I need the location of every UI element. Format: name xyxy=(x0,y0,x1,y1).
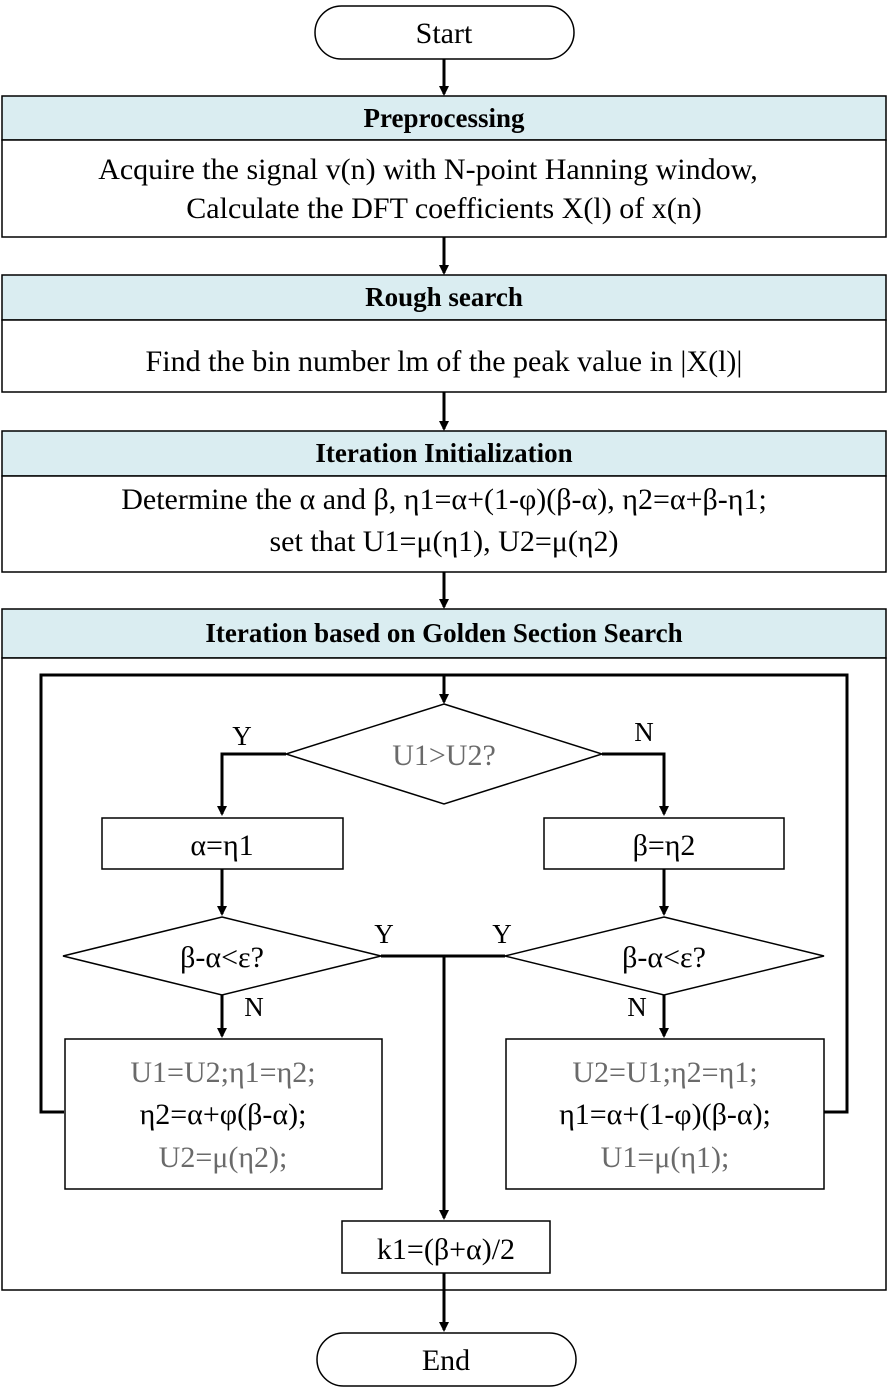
left-check-yes-label: Y xyxy=(374,919,394,949)
left-assign-label: α=η1 xyxy=(190,829,253,862)
rough-search-title: Rough search xyxy=(365,282,523,312)
left-assign-box: α=η1 xyxy=(101,817,344,870)
preprocessing-title: Preprocessing xyxy=(364,103,525,133)
start-label: Start xyxy=(416,17,473,50)
end-label: End xyxy=(422,1344,470,1377)
right-check-no-label: N xyxy=(627,992,647,1022)
branch-yes-line xyxy=(217,752,286,816)
loop-line-right xyxy=(444,673,849,1114)
initialization-line-2: set that U1=μ(η1), U2=μ(η2) xyxy=(270,525,619,558)
right-update-line-2: η1=α+(1-φ)(β-α); xyxy=(559,1098,771,1131)
loop-line-left xyxy=(39,673,444,1114)
left-update-line-2: η2=α+φ(β-α); xyxy=(140,1098,307,1131)
right-assign-box: β=η2 xyxy=(543,817,785,870)
right-update-line-3: U1=μ(η1); xyxy=(601,1141,730,1174)
left-update-line-1: U1=U2;η1=η2; xyxy=(130,1056,315,1089)
initialization-title: Iteration Initialization xyxy=(315,438,572,468)
end-terminal: End xyxy=(316,1332,577,1387)
preprocessing-block: Preprocessing Acquire the signal v(n) wi… xyxy=(1,95,887,238)
right-check-yes-label: Y xyxy=(492,919,512,949)
iteration-title: Iteration based on Golden Section Search xyxy=(205,618,682,648)
initialization-line-1: Determine the α and β, η1=α+(1-φ)(β-α), … xyxy=(121,483,767,516)
left-check-no-label: N xyxy=(244,992,264,1022)
preprocessing-line-2: Calculate the DFT coefficients X(l) of x… xyxy=(186,192,701,225)
right-check-label: β-α<ε? xyxy=(622,941,706,974)
rough-search-line-1: Find the bin number lm of the peak value… xyxy=(146,345,743,378)
preprocessing-line-1: Acquire the signal v(n) with N-point Han… xyxy=(98,153,758,186)
left-check-label: β-α<ε? xyxy=(180,941,264,974)
left-update-line-3: U2=μ(η2); xyxy=(159,1141,288,1174)
branch-no-label: N xyxy=(634,717,654,747)
decision-main: U1>U2? xyxy=(283,703,605,805)
left-update-box: U1=U2;η1=η2; η2=α+φ(β-α); U2=μ(η2); xyxy=(64,1038,383,1190)
right-assign-label: β=η2 xyxy=(633,829,696,862)
decision-main-label: U1>U2? xyxy=(392,739,496,772)
branch-no-line xyxy=(602,752,669,816)
rough-search-block: Rough search Find the bin number lm of t… xyxy=(1,274,887,393)
initialization-block: Iteration Initialization Determine the α… xyxy=(1,430,887,573)
right-update-line-1: U2=U1;η2=η1; xyxy=(572,1056,757,1089)
start-terminal: Start xyxy=(314,5,575,60)
branch-yes-label: Y xyxy=(232,721,252,751)
result-box: k1=(β+α)/2 xyxy=(341,1220,551,1274)
result-label: k1=(β+α)/2 xyxy=(377,1233,515,1266)
right-update-box: U2=U1;η2=η1; η1=α+(1-φ)(β-α); U1=μ(η1); xyxy=(505,1038,825,1190)
